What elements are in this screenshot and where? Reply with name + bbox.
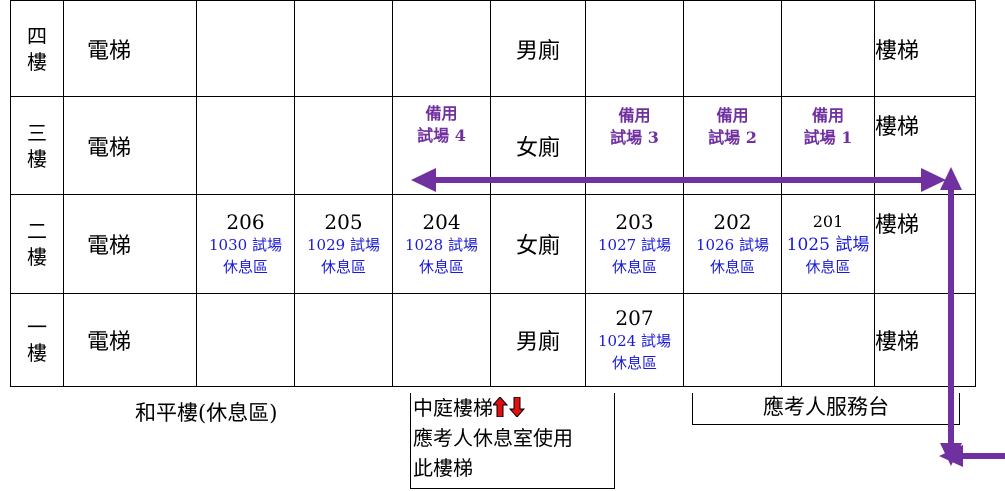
room-cell bbox=[196, 0, 295, 97]
route-horizontal-line bbox=[434, 177, 924, 183]
room-cell bbox=[585, 0, 684, 97]
elevator-1: 電梯 bbox=[63, 293, 197, 387]
floor-row-2: 二樓 電梯 206 1030 試場 休息區 205 1029 試場 休息區 20… bbox=[10, 194, 976, 294]
restroom-1: 男廁 bbox=[490, 293, 586, 387]
room-202: 202 1026 試場 休息區 bbox=[683, 194, 782, 294]
courtyard-note-line1: 應考人休息室使用 bbox=[413, 426, 573, 450]
room-207: 207 1024 試場 休息區 bbox=[585, 293, 684, 387]
room-cell bbox=[196, 96, 295, 195]
courtyard-note-line2: 此樓梯 bbox=[413, 456, 473, 480]
route-arrowhead-right bbox=[921, 168, 946, 192]
route-arrowhead-entry bbox=[939, 445, 963, 467]
route-arrowhead-left bbox=[411, 168, 436, 192]
room-cell bbox=[683, 0, 782, 97]
route-arrowhead-up bbox=[940, 167, 962, 190]
stairs-1: 樓梯 bbox=[874, 293, 976, 387]
floor-label-4: 四樓 bbox=[10, 0, 64, 97]
room-cell bbox=[781, 293, 875, 387]
room-205: 205 1029 試場 休息區 bbox=[294, 194, 393, 294]
floor-label-1: 一樓 bbox=[10, 293, 64, 387]
building-label: 和平樓(休息區) bbox=[135, 401, 278, 425]
stairs-4: 樓梯 bbox=[874, 0, 976, 97]
room-201: 201 1025 試場 休息區 bbox=[781, 194, 875, 294]
room-203: 203 1027 試場 休息區 bbox=[585, 194, 684, 294]
stairs-2: 樓梯 bbox=[874, 194, 976, 294]
floor-row-4: 四樓 電梯 男廁 樓梯 bbox=[10, 0, 976, 97]
room-cell bbox=[683, 293, 782, 387]
room-cell bbox=[294, 293, 393, 387]
elevator-2: 電梯 bbox=[63, 194, 197, 294]
elevator-4: 電梯 bbox=[63, 0, 197, 97]
route-entry-line bbox=[962, 453, 1005, 459]
room-cell bbox=[294, 96, 393, 195]
room-206: 206 1030 試場 休息區 bbox=[196, 194, 295, 294]
courtyard-stairs-label: 中庭樓梯 bbox=[413, 396, 493, 420]
room-cell bbox=[392, 293, 491, 387]
route-vertical-line bbox=[948, 184, 954, 446]
floor-label-2: 二樓 bbox=[10, 194, 64, 294]
restroom-2: 女廁 bbox=[490, 194, 586, 294]
courtyard-stairs-note: 中庭樓梯 應考人休息室使用 此樓梯 bbox=[410, 393, 615, 489]
service-desk: 應考人服務台 bbox=[692, 393, 960, 425]
floor-row-1: 一樓 電梯 男廁 207 1024 試場 休息區 樓梯 bbox=[10, 293, 976, 387]
